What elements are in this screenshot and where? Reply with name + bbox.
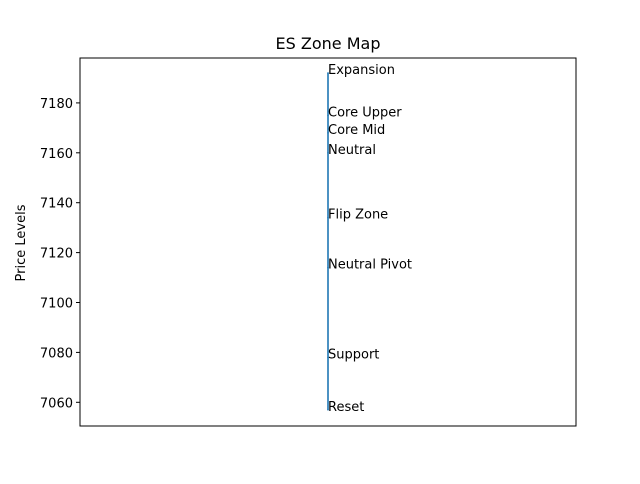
y-tick-label: 7080: [40, 346, 73, 361]
zone-label: Neutral: [328, 143, 376, 158]
zone-label: Core Upper: [328, 105, 402, 120]
y-tick-label: 7120: [40, 247, 73, 262]
series-point: [327, 408, 329, 411]
y-tick-label: 7100: [40, 297, 73, 312]
series-point: [327, 152, 329, 154]
zone-label: Neutral Pivot: [328, 258, 412, 273]
series-point: [327, 72, 329, 74]
series-point: [327, 356, 329, 359]
series-point: [327, 266, 329, 269]
y-axis-label: Price Levels: [14, 204, 29, 281]
series-point: [327, 216, 329, 219]
chart-title: ES Zone Map: [276, 34, 381, 53]
series-point: [327, 132, 329, 134]
zone-label: Flip Zone: [328, 208, 388, 223]
y-tick-label: 7160: [40, 147, 73, 162]
y-ticks: 7060 7080 7100 7120 7140 7160 7180: [40, 97, 80, 411]
plot-marks: [327, 72, 329, 411]
y-tick-label: 7180: [40, 97, 73, 112]
plot-frame: [79, 57, 577, 427]
y-tick-label: 7060: [40, 396, 73, 411]
zone-label: Support: [328, 347, 379, 362]
zone-label: Reset: [328, 400, 364, 415]
zone-label: Core Mid: [328, 123, 385, 138]
y-tick-label: 7140: [40, 197, 73, 212]
series-point: [327, 114, 329, 117]
zone-label: Expansion: [328, 63, 395, 78]
